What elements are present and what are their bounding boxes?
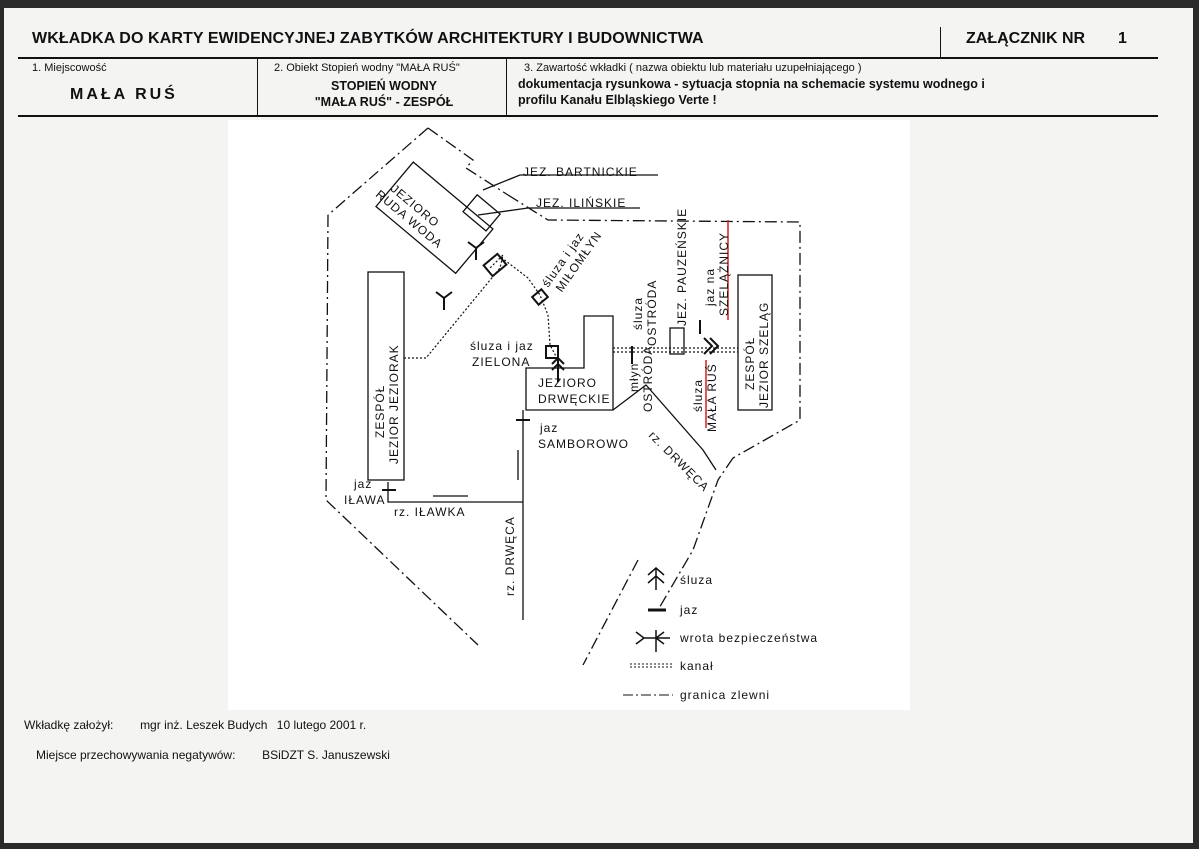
label-lock-mala-rus: śluza xyxy=(691,379,705,412)
content-value: dokumentacja rysunkowa - sytuacja stopni… xyxy=(518,76,1158,108)
label-weir-samborowo: SAMBOROWO xyxy=(538,437,629,451)
scan-edge-top xyxy=(0,0,1199,8)
field-divider xyxy=(257,58,258,116)
object-value-line: STOPIEŃ WODNY xyxy=(330,79,438,93)
river-drweca-diagonal xyxy=(612,384,717,471)
label-lake-drweckie: DRWĘCKIE xyxy=(538,392,610,406)
legend-gate-symbol xyxy=(635,630,670,652)
label-lakes-jeziorak: ZESPÓŁ xyxy=(372,385,387,438)
label-weir-samborowo: jaz xyxy=(539,421,558,435)
lake-szelag-shape xyxy=(737,274,773,411)
annex-number: 1 xyxy=(1118,30,1127,47)
label-river-drweca-vertical: rz. DRWĘCA xyxy=(503,516,517,596)
document-title: WKŁADKA DO KARTY EWIDENCYJNEJ ZABYTKÓW A… xyxy=(32,30,704,47)
lock-zielona-chevrons xyxy=(551,356,565,382)
scheme-svg: JEZ. BARTNICKIE JEZ. ILIŃSKIE JEZIORO RU… xyxy=(325,127,818,702)
lock-milomlyn-symbol xyxy=(530,287,550,307)
scan-edge-right xyxy=(1193,0,1199,849)
legend-lock-label: śluza xyxy=(680,573,713,587)
content-value-line: profilu Kanału Elbląskiego Verte ! xyxy=(518,93,717,107)
label-weir-ilawa: jaz xyxy=(353,477,372,491)
legend-lock-symbol xyxy=(647,567,665,590)
locality-field: 1. Miejscowość MAŁA RUŚ xyxy=(32,62,252,114)
water-system-scheme: JEZ. BARTNICKIE JEZ. ILIŃSKIE JEZIORO RU… xyxy=(228,120,910,710)
legend-border-label: granica zlewni xyxy=(680,688,770,702)
label-lock-mala-rus: MAŁA RUŚ xyxy=(704,363,719,432)
safety-gate-1 xyxy=(467,241,485,260)
catchment-border xyxy=(325,127,801,666)
content-field: 3. Zawartość wkładki ( nazwa obiektu lub… xyxy=(518,62,1158,114)
header-rule xyxy=(18,57,1158,59)
label-lake-pauzenskie: JEZ. PAUZEŃSKIE xyxy=(674,208,689,326)
legend-weir-label: jaz xyxy=(679,603,698,617)
document-header: WKŁADKA DO KARTY EWIDENCYJNEJ ZABYTKÓW A… xyxy=(18,24,1158,58)
label-mill-ostroda: OSTRÓDA xyxy=(640,346,655,412)
lock-ostroda-shape xyxy=(669,327,685,355)
canal-miłomłyn xyxy=(497,254,559,361)
locality-value: MAŁA RUŚ xyxy=(70,86,178,103)
author-date: 10 lutego 2001 r. xyxy=(276,718,367,732)
label-weir-szelaznicy: jaz na xyxy=(703,268,717,307)
label-weir-szelaznicy: SZELĄŻNICY xyxy=(717,232,731,316)
river-ilawka xyxy=(387,482,523,503)
lake-drweckie-shape xyxy=(525,315,614,411)
label-lock-ostroda: śluza xyxy=(631,297,645,330)
author-label: Wkładkę założył: xyxy=(24,718,114,732)
label-lock-ostroda: OSTRÓDA xyxy=(644,280,659,346)
bartnickie-leader xyxy=(482,174,658,191)
content-value-line: dokumentacja rysunkowa - sytuacja stopni… xyxy=(518,77,985,91)
author-line: Wkładkę założył: mgr inż. Leszek Budych … xyxy=(24,718,372,732)
label-lake-drweckie: JEZIORO xyxy=(538,376,597,390)
object-label: 2. Obiekt Stopień wodny "MAŁA RUŚ" xyxy=(274,62,460,74)
field-divider xyxy=(506,58,507,116)
legend-canal-symbol xyxy=(630,663,674,668)
object-field: 2. Obiekt Stopień wodny "MAŁA RUŚ" STOPI… xyxy=(262,62,506,114)
label-weir-ilawa: IŁAWA xyxy=(344,493,385,507)
safety-gate-2 xyxy=(435,291,453,310)
label-lakes-szelag: JEZIOR SZELĄG xyxy=(757,302,771,408)
lock-mala-rus-symbol xyxy=(703,337,720,355)
ilinskie-leader xyxy=(477,207,640,216)
storage-value: BSiDZT S. Januszewski xyxy=(262,748,390,762)
label-lock-zielona: śluza i jaz xyxy=(470,339,534,353)
label-lock-zielona: ZIELONA xyxy=(472,355,530,369)
object-value: STOPIEŃ WODNY "MAŁA RUŚ" - ZESPÓŁ xyxy=(262,78,506,110)
canal-jeziorak xyxy=(404,253,505,359)
lake-jeziorak-shape xyxy=(367,271,405,481)
label-lake-bartnickie: JEZ. BARTNICKIE xyxy=(523,165,638,179)
locality-label: 1. Miejscowość xyxy=(32,62,107,74)
object-value-line: "MAŁA RUŚ" - ZESPÓŁ xyxy=(314,95,454,109)
lake-ruda-woda-shape xyxy=(375,161,502,275)
legend-canal-label: kanał xyxy=(680,659,714,673)
scan-edge-bottom xyxy=(0,843,1199,849)
fields-rule xyxy=(18,115,1158,117)
storage-label: Miejsce przechowywania negatywów: xyxy=(36,748,236,762)
header-divider xyxy=(940,27,941,57)
lock-rudawoda-symbol xyxy=(482,252,508,278)
label-lakes-szelag: ZESPÓŁ xyxy=(742,337,757,390)
legend-gate-label: wrota bezpieczeństwa xyxy=(679,631,818,645)
label-river-drweca: rz. DRWĘCA xyxy=(646,428,712,494)
scan-edge-left xyxy=(0,0,4,849)
lock-zielona-symbol xyxy=(545,345,559,359)
annex-label: ZAŁĄCZNIK NR xyxy=(966,30,1086,47)
author-name: mgr inż. Leszek Budych xyxy=(140,718,268,732)
label-lakes-jeziorak: JEZIOR JEZIORAK xyxy=(387,344,401,464)
label-lake-ilinskie: JEZ. ILIŃSKIE xyxy=(536,195,626,210)
storage-line: Miejsce przechowywania negatywów: BSiDZT… xyxy=(36,748,396,762)
label-river-ilawka: rz. IŁAWKA xyxy=(394,505,466,519)
label-mill-ostroda: młyn xyxy=(627,363,641,392)
content-label: 3. Zawartość wkładki ( nazwa obiektu lub… xyxy=(524,62,862,74)
